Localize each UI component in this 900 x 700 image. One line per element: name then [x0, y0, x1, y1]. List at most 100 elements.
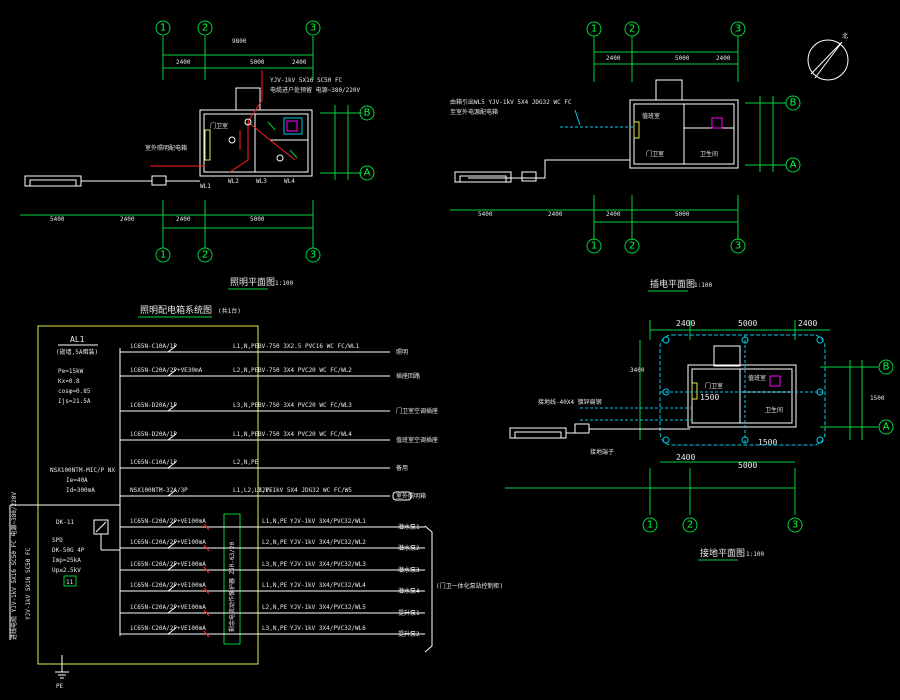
phase-label: L1,N,PE	[233, 431, 259, 438]
dim-total: 9800	[232, 38, 247, 45]
ground-plan: 1 2 3 B A 2400 5000 2400 2400 5000 1500 …	[505, 319, 894, 561]
axis-bubble-b	[785, 95, 801, 111]
lighting-plan-scale: 1:100	[275, 280, 293, 287]
axis-bubble-3-bottom	[730, 238, 746, 254]
room-toilet: 卫生间	[765, 406, 783, 414]
spd-model: DK-50G 4P	[52, 547, 85, 554]
toilet-icon	[286, 120, 298, 132]
load-bracket	[424, 525, 433, 653]
axis-label-1: 1	[647, 520, 653, 531]
ground-plan-scale: 1:100	[746, 551, 764, 558]
power-plan: 1 2 3 1 2 3 B A 2400 5000 2400 5400 2400…	[450, 21, 801, 292]
breaker-switch-icon	[167, 489, 177, 497]
phase-label: L2,N,PE	[233, 459, 259, 466]
room-guard: 门卫室	[646, 150, 664, 158]
note-left: 室外照明配电箱	[145, 144, 187, 152]
axis-label-a: A	[790, 160, 797, 171]
cable-label: YJV-1kV 3X4/PVC32/WL2	[290, 539, 366, 546]
axis-bubble-1	[586, 21, 602, 37]
panel-box	[204, 129, 211, 161]
axis-label-2: 2	[202, 23, 208, 34]
outdoor-panel	[509, 427, 567, 439]
dim-inner-1: 1500	[700, 393, 719, 402]
breaker-switch-icon	[167, 627, 177, 635]
axis-bubble-1	[155, 20, 171, 36]
axis-bubble-b	[359, 105, 375, 121]
axis-bubble-a	[359, 165, 375, 181]
power-plan-title: 插电平面图	[650, 278, 695, 290]
load-label: 值班室空调插座	[396, 436, 438, 444]
building-outline	[199, 109, 313, 177]
dim-bottom-4: 5000	[250, 216, 265, 223]
axis-label-3: 3	[735, 24, 741, 35]
porch	[713, 345, 741, 367]
axis-label-3-bottom: 3	[735, 241, 741, 252]
dim-bottom-3: 2400	[606, 211, 621, 218]
load-label: 提升泵1	[398, 609, 420, 617]
breaker-switch-icon	[167, 433, 177, 441]
axis-label-b: B	[364, 108, 371, 119]
north-compass: 北	[807, 32, 849, 81]
breaker-switch-icon	[167, 404, 177, 412]
rcd-mark-icon	[203, 544, 210, 552]
cable-label: BV-750 3X4 PVC20 WC FC/WL3	[258, 402, 352, 409]
axis-label-a: A	[364, 168, 371, 179]
rcd-mark-icon	[203, 587, 210, 595]
param-kx: Kx=0.8	[58, 378, 80, 385]
outdoor-panel	[24, 175, 82, 187]
note-top: YJV-1kV 5X16 SC50 FC	[270, 77, 343, 84]
axis-label-3-bottom: 3	[310, 250, 316, 261]
lighting-circuits	[150, 70, 298, 173]
lighting-plan-title: 照明平面图	[230, 277, 275, 288]
cable-label: BV-750 3X2.5 PVC16 WC FC/WL1	[258, 343, 360, 350]
axis-bubble-3	[787, 517, 803, 533]
outdoor-box-icon	[392, 491, 412, 501]
breaker-switch-icon	[167, 584, 177, 592]
breaker-label: iC65N-C20A/2P+VE100mA	[130, 582, 206, 589]
junction-box	[151, 175, 167, 186]
axis-label-1-bottom: 1	[591, 241, 597, 252]
panel-sub: (嵌墙,5A暗装)	[56, 348, 98, 356]
phase-label: L3,N,PE	[233, 402, 259, 409]
load-label: 门卫室空调插座	[396, 407, 438, 415]
axis-bubble-3	[730, 21, 746, 37]
axis-grid-lines	[20, 36, 362, 248]
ground-label: PE	[56, 683, 64, 690]
dim-top-1: 2400	[676, 319, 695, 328]
dim-bottom-2: 2400	[548, 211, 563, 218]
outdoor-panel-inner	[459, 175, 507, 183]
load-label: 照明	[396, 349, 408, 356]
phase-label: L1,N,PE	[233, 343, 259, 350]
axis-bubble-3	[305, 20, 321, 36]
incoming-cable2: YJV-1kV 5X16 SC50 FC	[25, 547, 32, 620]
rcd-mark-icon	[203, 566, 210, 574]
rcd-mark-icon	[203, 523, 210, 531]
rcd-mark-icon	[203, 609, 210, 617]
axis-label-2-bottom: 2	[202, 250, 208, 261]
spd-box-label: 11	[66, 579, 74, 586]
load-label: 备用	[396, 464, 408, 472]
cable-label: BV-750 3X4 PVC20 WC FC/WL2	[258, 367, 352, 374]
cable-label: YJV-1kV 3X4/PVC32/WL4	[290, 582, 366, 589]
cable-label: YJV-1kV 3X4/PVC32/WL3	[290, 561, 366, 568]
breaker-switch-icon	[167, 541, 177, 549]
ground-plan-title: 接地平面图	[700, 547, 745, 559]
dim-top-2: 5000	[250, 59, 265, 66]
rcd-box-label: 剩余电流动作保护器 ZJR-63/20	[228, 541, 236, 632]
axis-label-1-bottom: 1	[160, 250, 166, 261]
porch	[655, 79, 683, 101]
phase-label: L3,N,PE	[262, 625, 288, 632]
ground-note: 接地线-40X4 镀锌扁钢	[538, 398, 602, 406]
load-label: 插座回路	[396, 372, 420, 380]
room-duty: 值班室	[748, 374, 766, 382]
phase-label: L2,N,PE	[262, 604, 288, 611]
breaker-label: iC65N-C20A/2P+VE100mA	[130, 561, 206, 568]
axis-label-3: 3	[792, 520, 798, 531]
breaker-switch-icon	[167, 369, 177, 377]
rcd-box	[223, 513, 241, 645]
load-label: 潜水泵2	[398, 544, 420, 552]
load-label: 提升泵2	[398, 630, 420, 638]
main-breaker-id: Id=300mA	[66, 487, 95, 494]
axis-bubble-a	[785, 157, 801, 173]
